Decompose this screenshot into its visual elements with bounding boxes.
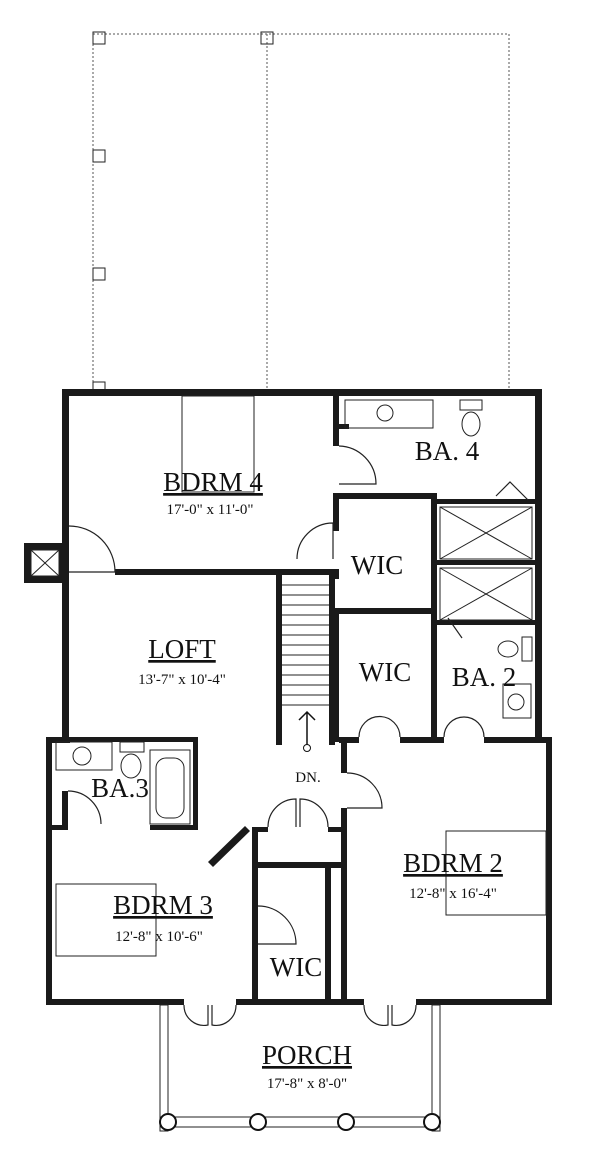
column-post [260,31,274,45]
bdrm2-dims: 12'-8" x 16'-4" [409,886,497,902]
toilet-icon [461,411,481,437]
column-icon [423,1113,441,1131]
wic-lower-name: WIC [270,952,322,982]
vanity [55,741,113,771]
porch-columns [159,1113,441,1131]
wic-mid-name: WIC [359,657,411,687]
interior-walls [52,396,546,1132]
furniture-outlines [55,395,547,957]
chase-box [24,543,66,583]
porch-name: PORCH [262,1040,352,1070]
sink-icon [72,746,92,766]
toilet-icon [497,640,519,658]
bathtub-icon [149,749,191,825]
column-post [92,31,106,45]
shower-icon [439,506,533,560]
bdrm2-name: BDRM 2 [403,848,503,878]
toilet-tank [119,741,145,753]
ba3-name: BA.3 [91,773,149,803]
bdrm4-name: BDRM 4 [163,467,263,497]
vanity [344,399,434,429]
sink-icon [507,693,525,711]
stair-start-dot-icon [303,744,311,752]
room-labels: BDRM 4 17'-0" x 11'-0" BA. 4 WIC LOFT 13… [91,436,516,1092]
bdrm3-dims: 12'-8" x 10'-6" [115,929,203,945]
vanity [502,683,532,719]
column-icon [337,1113,355,1131]
toilet-icon [120,753,142,779]
roof-outline [92,31,510,395]
loft-dims: 13'-7" x 10'-4" [138,672,226,688]
wic-upper-name: WIC [351,550,403,580]
column-post [92,149,106,163]
ba2-name: BA. 2 [452,662,517,692]
stairs-label: DN. [295,770,320,786]
stairs [282,584,329,752]
ba4-name: BA. 4 [415,436,480,466]
toilet-tank [459,399,483,411]
fixtures [55,399,533,825]
shower-icon [439,567,533,621]
column-icon [159,1113,177,1131]
column-icon [249,1113,267,1131]
loft-name: LOFT [148,634,216,664]
sink-icon [376,404,394,422]
bdrm4-dims: 17'-0" x 11'-0" [166,502,253,518]
porch-dims: 17'-8" x 8'-0" [267,1076,347,1092]
toilet-tank [521,636,533,662]
column-post [92,267,106,281]
stair-direction-arrow-icon [298,710,316,748]
bdrm3-name: BDRM 3 [113,890,213,920]
door-swings [67,445,529,1026]
